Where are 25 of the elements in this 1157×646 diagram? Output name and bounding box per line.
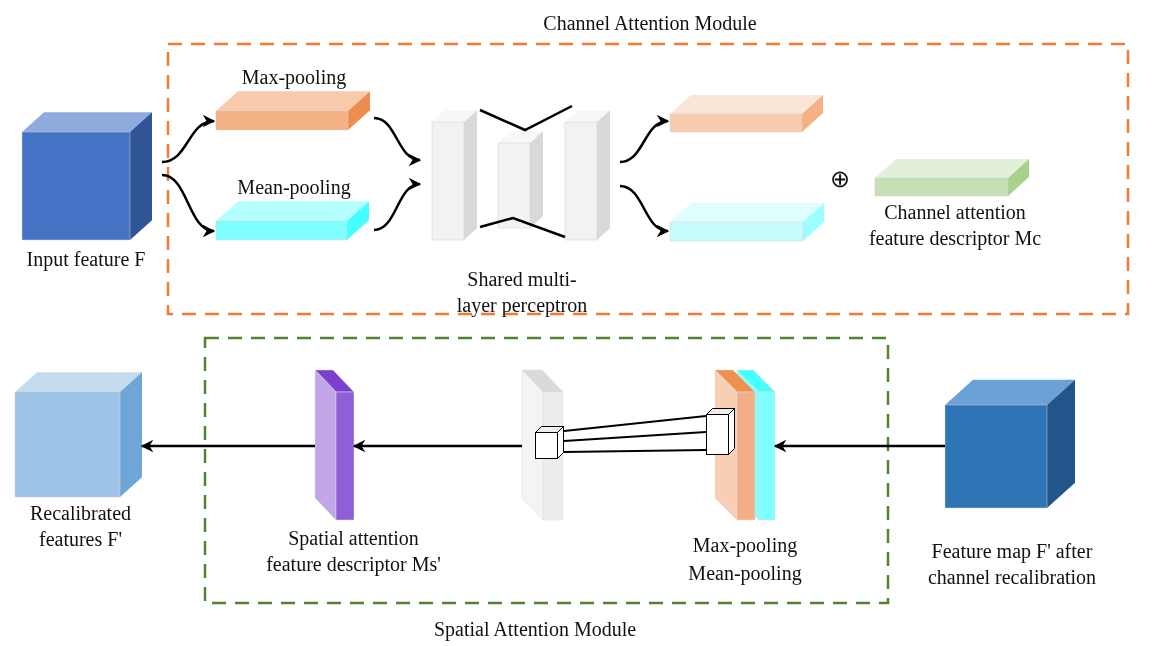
node-label: Channel attention feature descriptor Mc bbox=[867, 200, 1043, 251]
arrow bbox=[619, 116, 670, 164]
sum-operator: ⊕ bbox=[829, 165, 851, 194]
projection-line bbox=[563, 415, 707, 432]
node-label: Max-pooling bbox=[240, 65, 348, 90]
module-title: Spatial Attention Module bbox=[432, 617, 638, 642]
projection-line bbox=[563, 431, 707, 442]
projection-line bbox=[563, 449, 707, 453]
arrow bbox=[619, 184, 670, 236]
arrow bbox=[352, 439, 522, 453]
arrow bbox=[773, 439, 945, 453]
node-label: Recalibrated features F' bbox=[28, 501, 133, 552]
arrow bbox=[373, 179, 422, 232]
node-label: Spatial attention feature descriptor Ms' bbox=[265, 526, 442, 577]
node-label: Mean-pooling bbox=[236, 175, 352, 200]
arrow bbox=[373, 116, 422, 165]
arrow bbox=[161, 116, 216, 164]
node-label: Mean-pooling bbox=[687, 561, 803, 586]
arrow bbox=[140, 439, 315, 453]
arrow bbox=[161, 173, 216, 236]
node-label: Max-pooling bbox=[691, 533, 799, 558]
node-label: Input feature F bbox=[25, 247, 147, 272]
module-title: Channel Attention Module bbox=[542, 11, 758, 36]
node-label: Feature map F' after channel recalibration bbox=[926, 539, 1098, 590]
node-label: Shared multi- layer perceptron bbox=[455, 267, 589, 318]
